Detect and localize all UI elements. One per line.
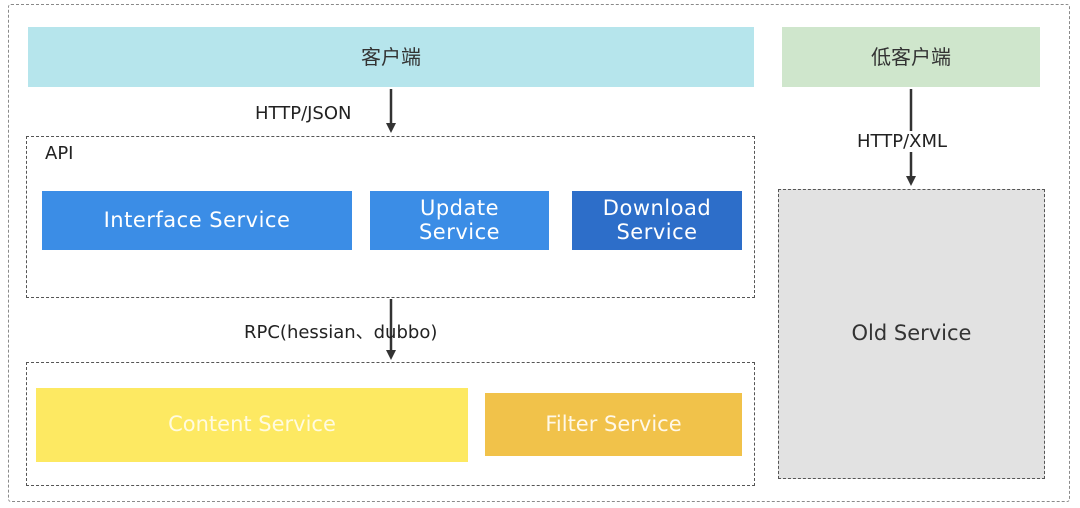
interface-service-label: Interface Service — [103, 207, 291, 232]
api-group — [26, 136, 755, 298]
update-service-box[interactable]: Update Service — [370, 191, 549, 250]
download-service-box[interactable]: Download Service — [572, 191, 742, 250]
backend-group — [26, 362, 755, 486]
legacy-client-label: 低客户端 — [871, 45, 951, 69]
content-service-label: Content Service — [168, 412, 336, 437]
content-service-box[interactable]: Content Service — [36, 388, 468, 462]
client-box[interactable]: 客户端 — [28, 27, 754, 87]
api-group-label: API — [45, 143, 74, 164]
client-label: 客户端 — [361, 45, 421, 69]
interface-service-box[interactable]: Interface Service — [42, 191, 352, 250]
rpc-label: RPC(hessian、dubbo) — [244, 322, 438, 343]
filter-service-label: Filter Service — [545, 411, 682, 436]
outer-frame — [8, 4, 1070, 502]
http-json-label: HTTP/JSON — [255, 103, 352, 124]
download-service-label: Download Service — [602, 196, 712, 244]
legacy-client-box[interactable]: 低客户端 — [782, 27, 1040, 87]
http-xml-label: HTTP/XML — [855, 131, 950, 152]
update-service-label: Update Service — [418, 196, 501, 244]
filter-service-box[interactable]: Filter Service — [485, 393, 742, 456]
old-service-box[interactable]: Old Service — [778, 189, 1045, 479]
old-service-label: Old Service — [851, 321, 972, 346]
